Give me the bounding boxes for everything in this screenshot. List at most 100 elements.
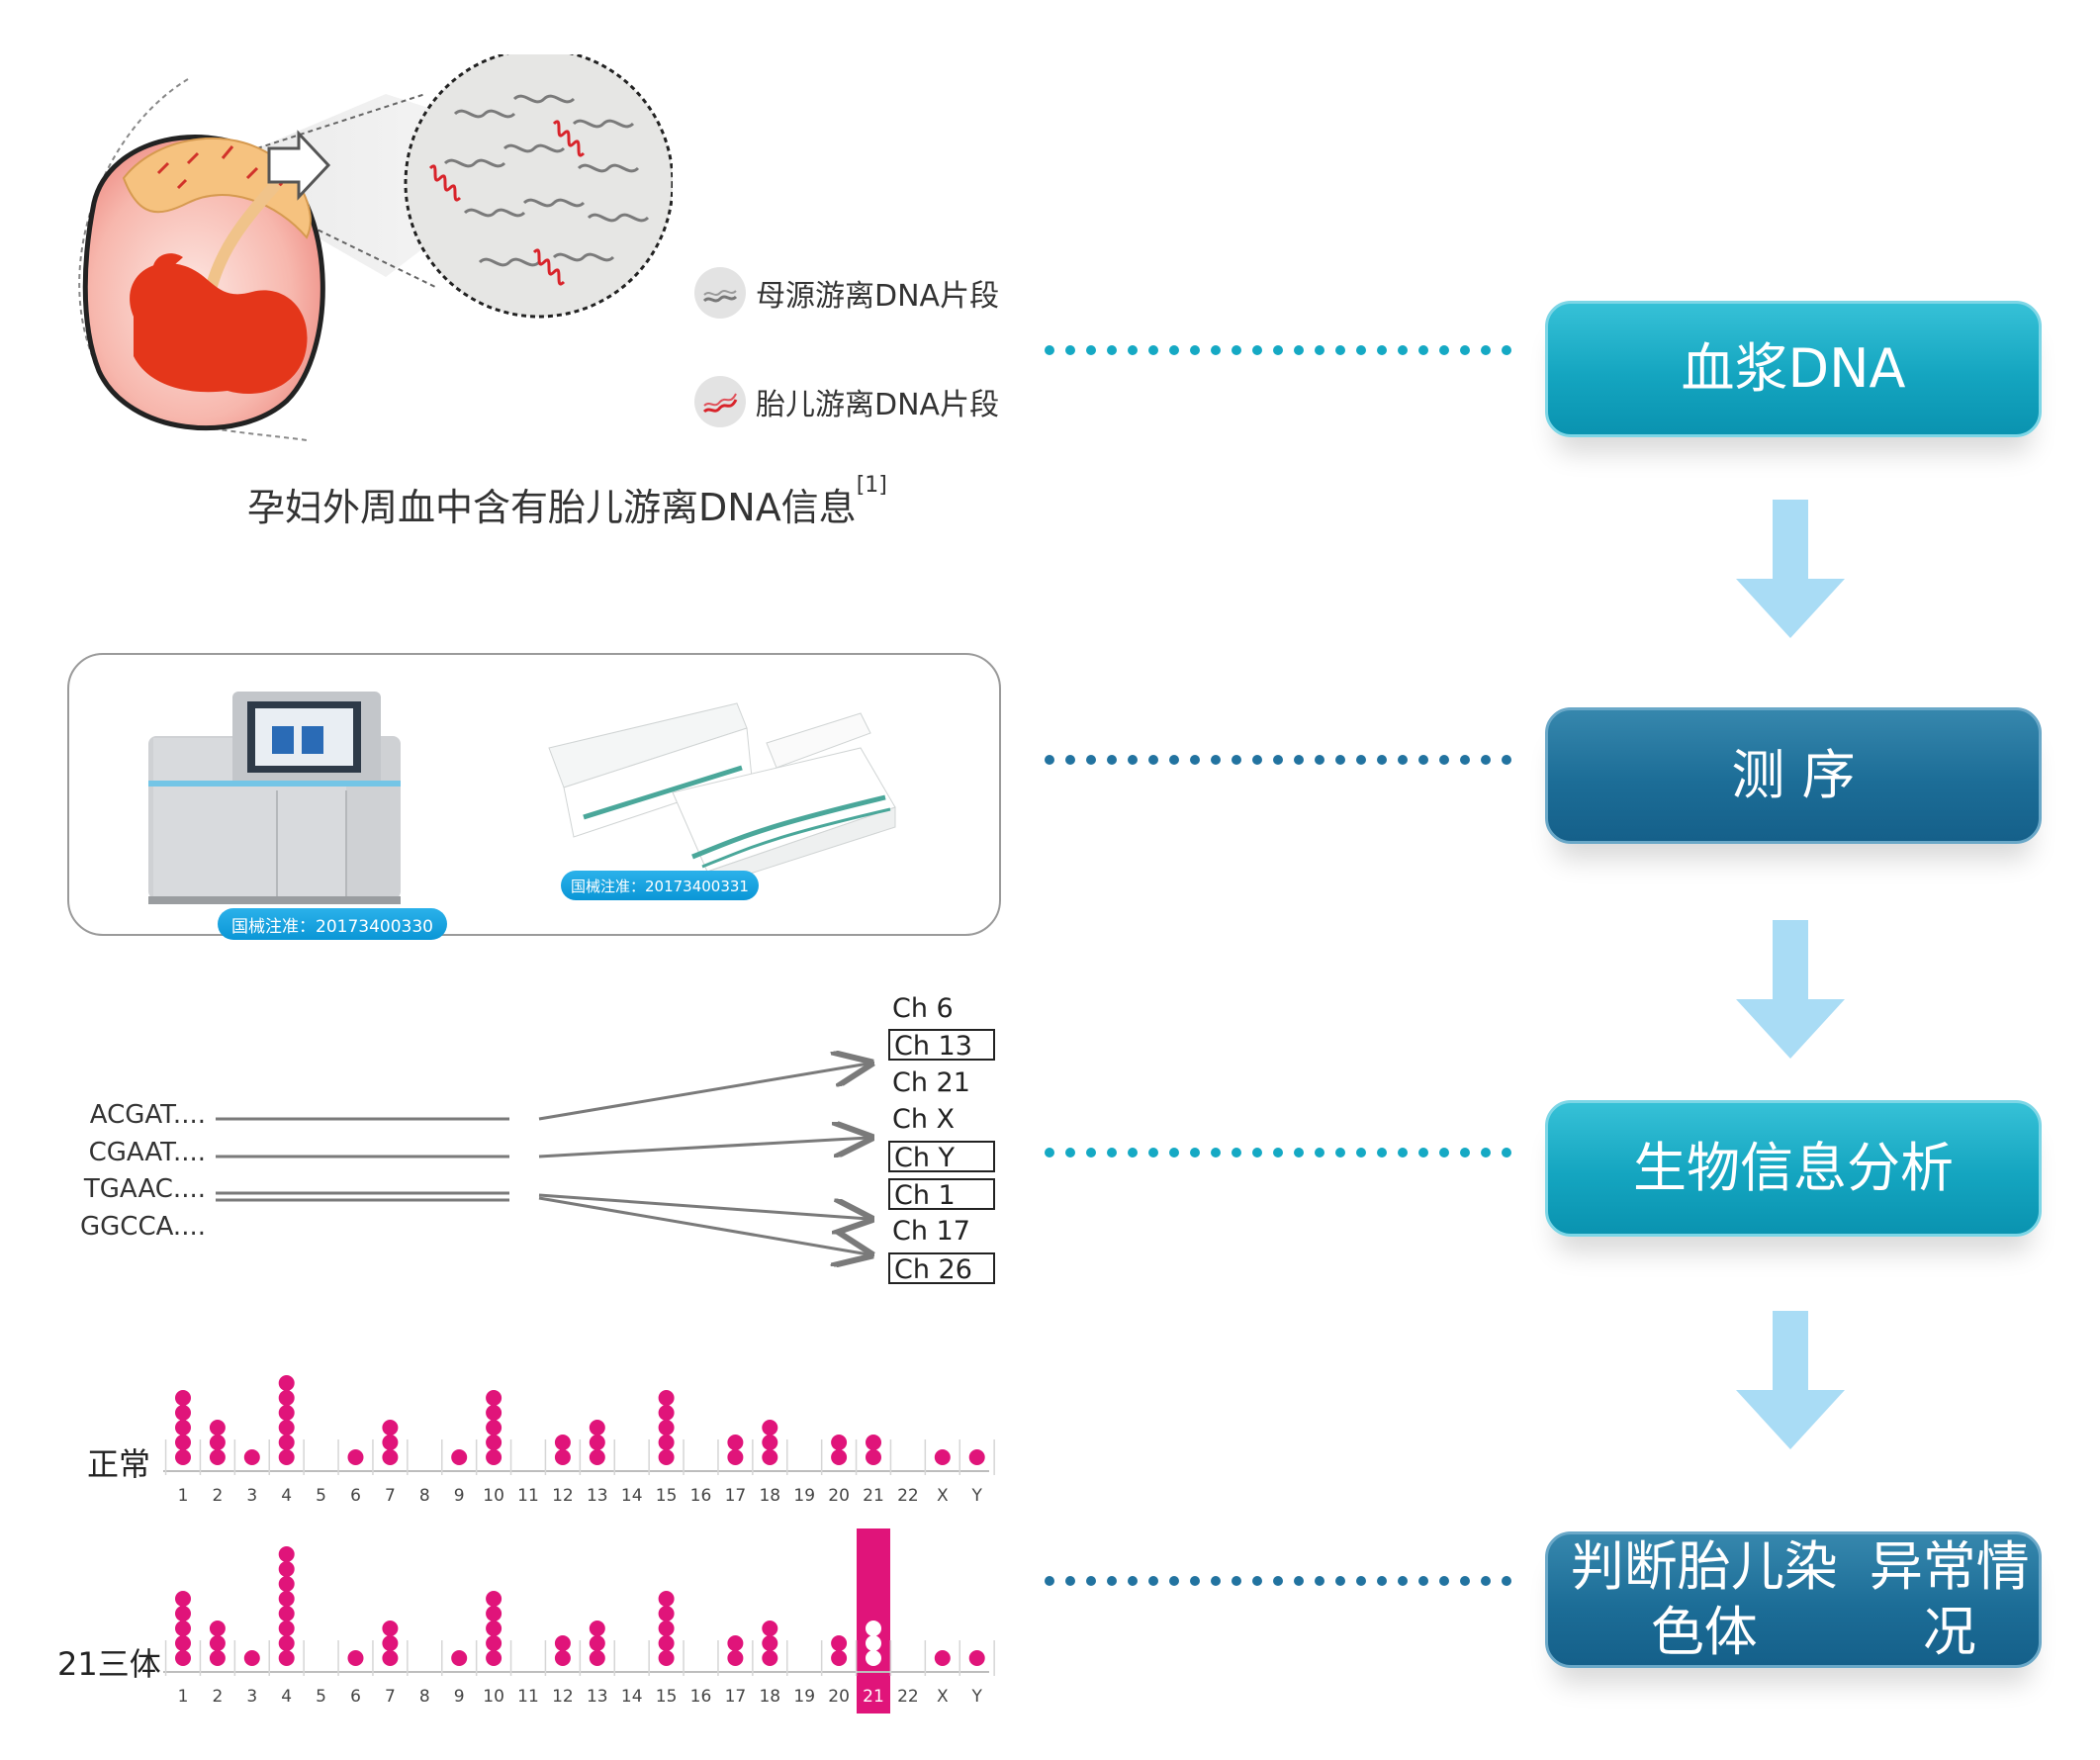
flow-step-1: 血浆DNA — [1545, 301, 2042, 437]
sequencing-panel: 国械注准：20173400330 国械注准：20173400331 — [67, 653, 1001, 940]
data-point — [762, 1435, 778, 1450]
connector-dot — [1128, 1148, 1138, 1158]
tick-label: 15 — [656, 1486, 678, 1504]
data-point — [589, 1650, 605, 1666]
connector-dot — [1232, 1576, 1241, 1586]
connector-dot — [1086, 755, 1096, 765]
chromosome-label: Ch 6 — [892, 993, 954, 1024]
flow-step-3: 生物信息分析 — [1545, 1100, 2042, 1237]
data-point — [209, 1621, 226, 1636]
data-point — [554, 1449, 571, 1465]
data-point — [175, 1435, 191, 1450]
tick-label: 18 — [759, 1486, 780, 1504]
tick-label: 5 — [316, 1486, 326, 1504]
data-point — [589, 1621, 605, 1636]
connector-dot — [1045, 1148, 1054, 1158]
normal-plot-label: 正常 — [87, 1445, 151, 1483]
tick-label: 3 — [246, 1486, 257, 1504]
connector-dot — [1294, 755, 1304, 765]
tick-label: 5 — [316, 1687, 326, 1707]
connector-dot — [1502, 1576, 1511, 1586]
connector-dot — [1107, 1148, 1117, 1158]
connector-dot — [1481, 1148, 1491, 1158]
connector-dot — [1315, 1148, 1324, 1158]
data-point — [727, 1635, 744, 1651]
tick-label: 20 — [828, 1486, 850, 1504]
legend-maternal-label: 母源游离DNA片段 — [756, 279, 1000, 314]
data-point — [382, 1420, 399, 1436]
data-point — [175, 1591, 191, 1607]
connector-dot — [1273, 345, 1283, 355]
connector-dot — [1481, 1576, 1491, 1586]
connector-dot — [1232, 345, 1241, 355]
tick-label: 22 — [897, 1687, 919, 1707]
tick-label: 8 — [419, 1687, 430, 1707]
data-point — [658, 1606, 675, 1621]
tick-label: 7 — [385, 1687, 396, 1707]
data-point — [727, 1449, 744, 1465]
tick-label: 9 — [454, 1687, 465, 1707]
data-point — [175, 1449, 191, 1465]
tick-label: 19 — [793, 1687, 815, 1707]
data-point — [658, 1635, 675, 1651]
tick-label: 19 — [793, 1486, 815, 1504]
figure-caption: 孕妇外周血中含有胎儿游离DNA信息[1] — [247, 473, 887, 531]
connector-dot — [1335, 1576, 1345, 1586]
data-point — [762, 1420, 778, 1436]
data-point — [175, 1405, 191, 1421]
connector-dot — [1252, 1576, 1262, 1586]
connector-dot — [1335, 1148, 1345, 1158]
data-point — [486, 1635, 502, 1651]
connector-dot — [1356, 345, 1366, 355]
data-point — [278, 1546, 295, 1562]
flow-arrow-3 — [1736, 1311, 1845, 1449]
data-point — [968, 1650, 985, 1666]
connector-dot — [1211, 755, 1221, 765]
tick-label: 4 — [281, 1486, 292, 1504]
tick-label: 6 — [350, 1687, 361, 1707]
connector-dot — [1211, 1576, 1221, 1586]
data-point — [658, 1405, 675, 1421]
data-point — [486, 1591, 502, 1607]
chromosome-label: Ch X — [892, 1104, 956, 1135]
data-point — [589, 1420, 605, 1436]
tick-label: X — [937, 1687, 949, 1707]
t21-plot-label: 21三体 — [57, 1645, 161, 1683]
connector-dot — [1232, 1148, 1241, 1158]
connector-dot — [1315, 755, 1324, 765]
connector-dot — [1169, 1148, 1179, 1158]
flow-step-label: 判断胎儿染色体 — [1570, 1535, 1838, 1663]
citation-ref: [1] — [856, 473, 887, 498]
data-point — [175, 1606, 191, 1621]
data-point — [382, 1435, 399, 1450]
data-point — [486, 1621, 502, 1636]
sequence-read: GGCCA.... — [80, 1212, 206, 1242]
dotted-connector-3 — [1045, 1148, 1511, 1158]
connector-dot — [1398, 1148, 1408, 1158]
tick-label: 14 — [621, 1687, 643, 1707]
connector-dot — [1148, 755, 1158, 765]
data-point — [866, 1449, 881, 1465]
dotted-connector-4 — [1045, 1576, 1511, 1586]
connector-dot — [1356, 755, 1366, 765]
data-point — [243, 1449, 260, 1465]
connector-dot — [1045, 1576, 1054, 1586]
data-point — [175, 1650, 191, 1666]
data-point — [658, 1591, 675, 1607]
sequencer-image — [148, 692, 401, 904]
data-point — [727, 1435, 744, 1450]
fetal-dna-icon — [694, 376, 746, 427]
data-point — [831, 1650, 848, 1666]
connector-dot — [1460, 345, 1470, 355]
sequencer-registration-badge: 国械注准：20173400330 — [218, 908, 447, 940]
data-point — [762, 1621, 778, 1636]
data-point — [278, 1390, 295, 1406]
connector-dot — [1107, 345, 1117, 355]
data-point — [382, 1650, 399, 1666]
mapping-lines — [216, 0, 1039, 1326]
data-point — [831, 1635, 848, 1651]
data-point — [209, 1420, 226, 1436]
tick-label: 21 — [863, 1687, 884, 1707]
connector-dot — [1190, 1576, 1200, 1586]
tick-label: 12 — [552, 1687, 574, 1707]
